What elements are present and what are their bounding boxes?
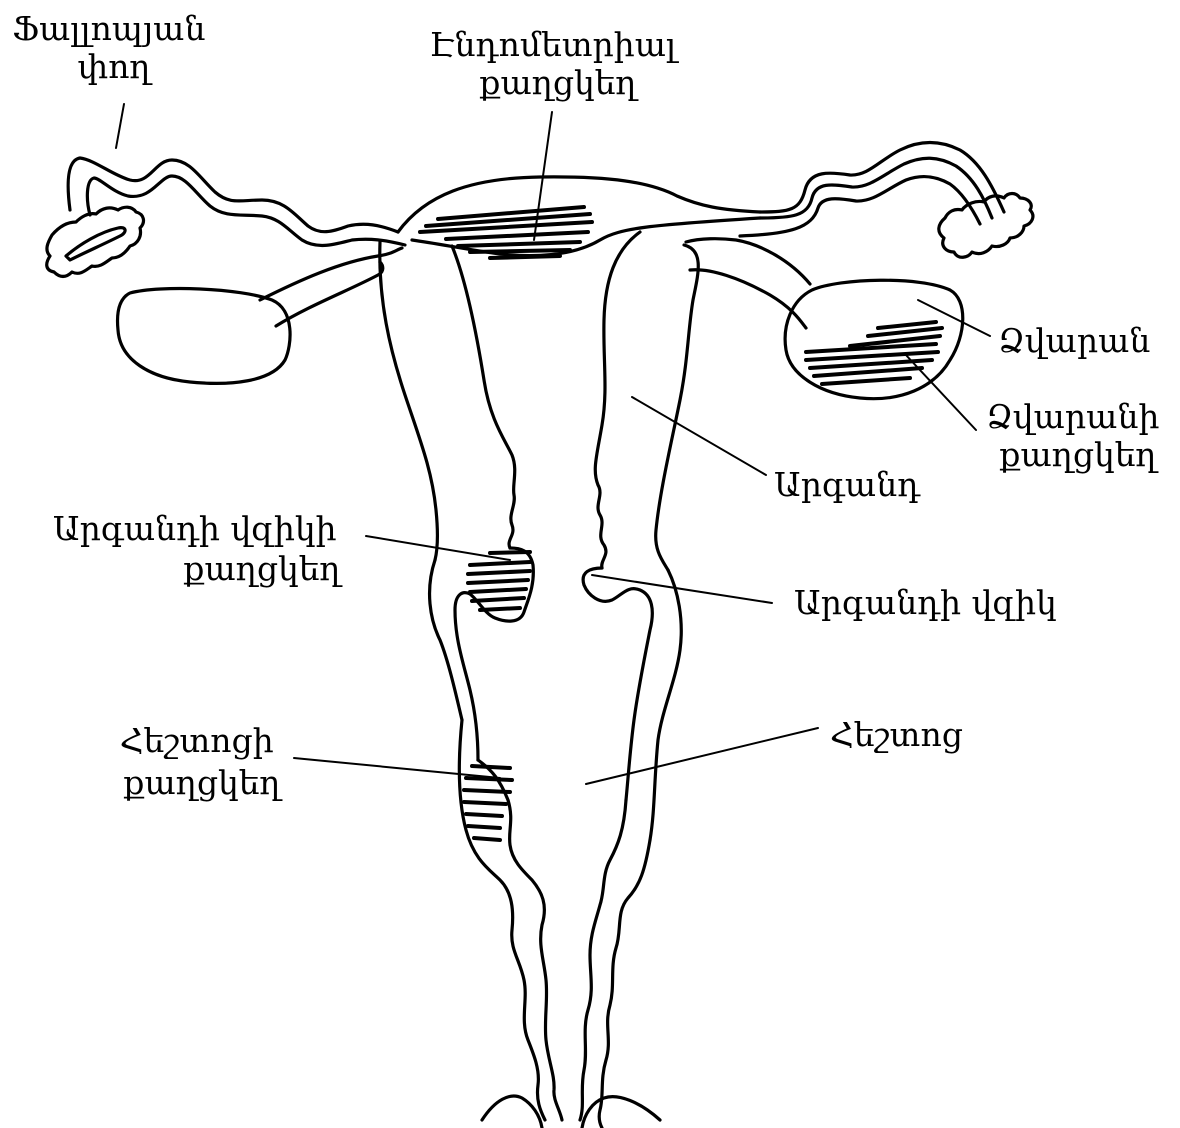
left-fimbriae-inner — [66, 228, 125, 260]
left-fallopian-tube-outer — [68, 158, 398, 232]
leader-fallopian-tube — [116, 104, 124, 148]
left-fimbriae — [47, 207, 144, 276]
leader-uterus — [632, 397, 766, 475]
anatomy-outline — [47, 143, 1033, 1128]
uterus-left-inner — [452, 246, 515, 548]
right-ovarian-ligament — [686, 239, 810, 284]
cervix-right — [650, 570, 681, 840]
label-uterus: Արգանդ — [774, 465, 921, 504]
label-vagina: Հեշտոց — [830, 715, 963, 754]
endometrial-cyst-hatch — [420, 207, 592, 258]
vulva-left — [482, 1096, 542, 1128]
leader-lines — [116, 104, 990, 784]
label-endometrial-cysts: Էնդոմետրիալ քաղցկեղ — [429, 25, 686, 102]
label-cervical-cysts: Արգանդի վզիկի քաղցկեղ — [53, 509, 347, 588]
leader-vagina — [586, 728, 818, 784]
vulva-right — [582, 1097, 660, 1128]
label-fallopian-tube: Ֆալլոպյան փող — [12, 9, 216, 86]
labels: Ֆալլոպյան փող Էնդոմետրիալ քաղցկեղ Ձվարան… — [12, 9, 1170, 802]
leader-cervix — [592, 575, 772, 603]
uterus-right-inner — [595, 232, 640, 568]
vagina-right-wall — [599, 840, 650, 1128]
ovarian-cyst-hatch — [806, 322, 942, 384]
cervical-cyst-hatch — [468, 552, 530, 610]
label-ovarian-cysts: Ձվարանի քաղցկեղ — [986, 397, 1170, 474]
label-ovary: Ձվարան — [998, 321, 1150, 360]
left-ovarian-ligament-lower — [276, 262, 383, 326]
left-ovary — [118, 289, 291, 384]
leader-vaginal-cyst — [294, 758, 500, 778]
label-cervix: Արգանդի վզիկ — [794, 583, 1057, 622]
cervix-inner-right — [583, 568, 652, 800]
label-vaginal-cysts: Հեշտոցի քաղցկեղ — [120, 721, 284, 802]
uterus-left-wall — [380, 242, 438, 560]
uterus-right-wall — [656, 245, 699, 570]
